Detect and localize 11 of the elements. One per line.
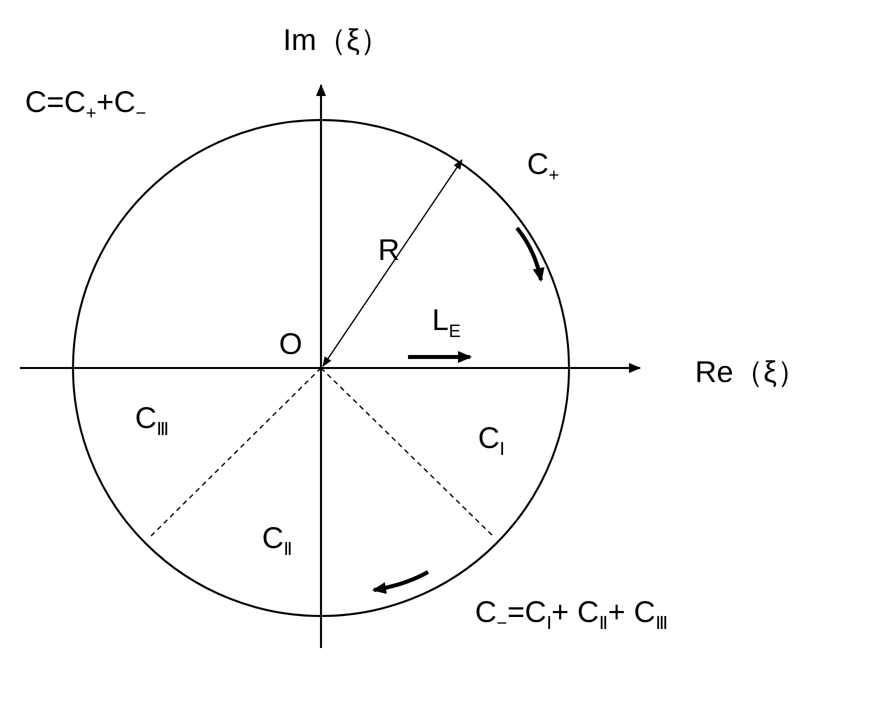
- equation-text: C=C$_{+}$+C$_{−}$: [25, 88, 146, 122]
- axis-label: Re（ξ）: [695, 358, 807, 388]
- origin-label: O: [279, 330, 302, 360]
- equation-text: C$_{−}$=C$_{Ⅰ}$+ C$_{Ⅱ}$+ C$_{Ⅲ}$: [475, 598, 668, 632]
- radius-label: R: [378, 236, 400, 266]
- contour-label: C$_{Ⅱ}$: [262, 524, 293, 558]
- path-label: L$_{E}$: [432, 306, 461, 340]
- contour-label: C$_{Ⅲ}$: [135, 404, 169, 438]
- contour-label: C$_{+}$: [527, 150, 560, 184]
- contour-label: C$_{Ⅰ}$: [478, 424, 505, 458]
- axis-label: Im（ξ）: [283, 26, 390, 56]
